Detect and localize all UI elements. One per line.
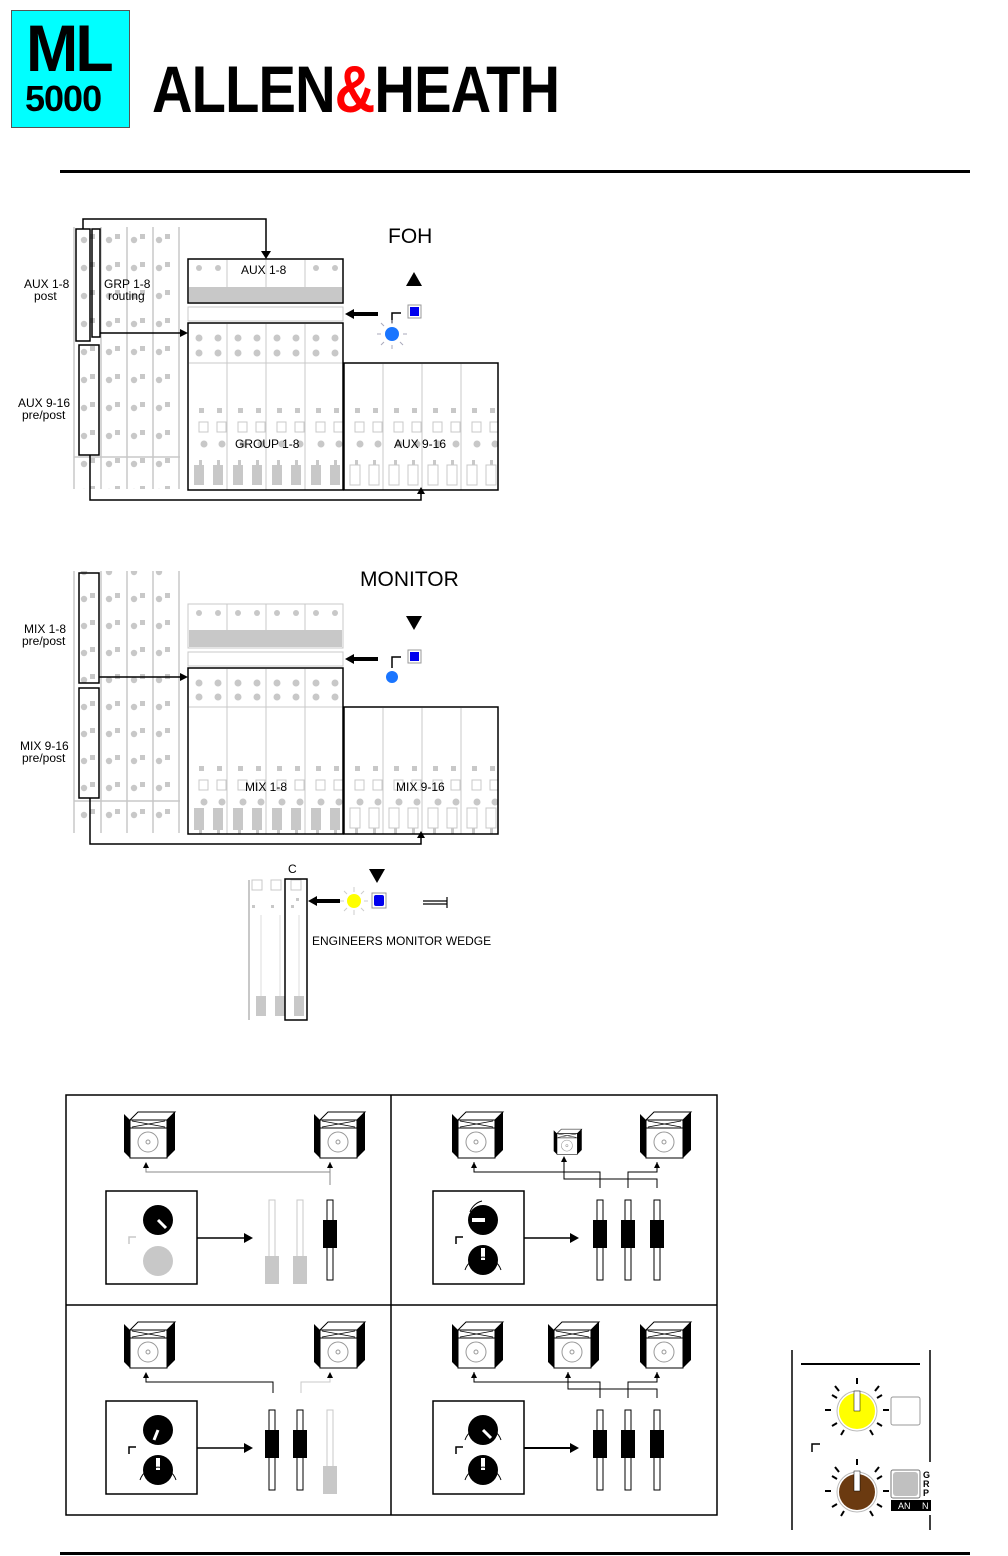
grp-label-g: G	[923, 1470, 930, 1480]
mix916-box	[78, 687, 100, 799]
led-icon	[386, 671, 398, 683]
switch-button[interactable]	[410, 652, 419, 661]
model-logo: ML 5000	[11, 10, 130, 128]
speaker-icon	[313, 1111, 366, 1159]
model-name: ML	[26, 11, 114, 85]
foh-diagram: AUX 1-8 post GRP 1-8 routing AUX 9-16 pr…	[18, 218, 499, 501]
label-grp-routing: routing	[108, 289, 145, 303]
label-aux18: AUX 1-8	[24, 277, 70, 291]
led-icon	[385, 327, 399, 341]
switch-button[interactable]	[374, 895, 384, 906]
led-icon	[347, 894, 361, 908]
mix18-box	[78, 572, 100, 684]
box-label-aux916: AUX 9-16	[394, 437, 446, 451]
grp-button[interactable]	[893, 1472, 918, 1496]
switch-button[interactable]	[410, 307, 419, 316]
brand-ampersand: &	[334, 52, 376, 126]
fader-icon	[292, 1199, 308, 1285]
brand-part1: ALLEN	[152, 52, 336, 126]
fader-icon	[620, 1409, 636, 1491]
grp-label-p: P	[923, 1488, 929, 1498]
pan-label-bg	[891, 1500, 931, 1511]
fader-icon	[592, 1409, 608, 1491]
wedge-diagram: C ENGINEERS MONITOR WEDGE	[248, 862, 491, 1021]
footer-rule	[60, 1552, 970, 1555]
brown-knob[interactable]	[839, 1474, 875, 1510]
monitor-diagram: MIX 1-8 pre/post MIX 9-16 pre/post MIX 1…	[20, 568, 499, 845]
speaker-icon	[451, 1321, 504, 1369]
aux916-box	[78, 344, 100, 456]
label-aux916: AUX 9-16	[18, 396, 70, 410]
grp-label-r: R	[923, 1479, 930, 1489]
header-rule	[60, 170, 970, 173]
fader-icon	[292, 1409, 308, 1491]
c-channel-label: C	[288, 862, 297, 876]
width-knob-icon	[143, 1246, 173, 1276]
box-label-mix916: MIX 9-16	[396, 780, 445, 794]
fader-icon	[620, 1199, 636, 1281]
pan-label-n: N	[922, 1501, 929, 1511]
fader-icon	[649, 1199, 665, 1281]
fader-icon	[649, 1409, 665, 1491]
fader-icon	[322, 1409, 338, 1495]
button-1[interactable]	[890, 1396, 921, 1426]
mix18-master-box[interactable]	[187, 667, 344, 835]
label-grp: GRP 1-8	[104, 277, 151, 291]
speaker-icon	[451, 1111, 504, 1159]
grp-routing-box	[91, 228, 101, 338]
speaker-icon	[123, 1111, 176, 1159]
box-label-mix18: MIX 1-8	[245, 780, 287, 794]
fader-icon	[322, 1199, 338, 1281]
pan-grid	[65, 1094, 718, 1516]
control-detail: G R P AN N	[791, 1350, 931, 1530]
foh-title: FOH	[388, 225, 432, 248]
knob-scale	[825, 1378, 889, 1436]
fader-icon	[592, 1199, 608, 1281]
model-number: 5000	[25, 78, 102, 119]
brand-part2: HEATH	[374, 52, 560, 126]
wedge-caption: ENGINEERS MONITOR WEDGE	[312, 934, 491, 948]
fader-icon	[264, 1409, 280, 1491]
panel-stereo-pan	[105, 1111, 366, 1285]
brand-logo: ALLEN&HEATH	[152, 56, 560, 122]
panel-stereo-width	[105, 1321, 366, 1495]
speaker-icon	[313, 1321, 366, 1369]
down-arrow-icon	[406, 616, 422, 630]
label-mix916-prepost: pre/post	[22, 751, 66, 765]
up-arrow-icon	[406, 272, 422, 286]
group18-box[interactable]	[187, 322, 344, 491]
box-label-group: GROUP 1-8	[235, 437, 300, 451]
panel-lcr-width	[432, 1321, 692, 1495]
cable-icon	[423, 897, 448, 908]
label-aux916-prepost: pre/post	[22, 408, 66, 422]
down-arrow-icon	[369, 869, 385, 883]
label-mix18-prepost: pre/post	[22, 634, 66, 648]
label-mix916: MIX 9-16	[20, 739, 69, 753]
speaker-icon	[123, 1321, 176, 1369]
c-channel-box[interactable]	[284, 878, 308, 1021]
box-label-aux18: AUX 1-8	[241, 263, 287, 277]
speaker-icon	[553, 1128, 583, 1155]
label-aux18-post: post	[34, 289, 57, 303]
monitor-title: MONITOR	[360, 568, 459, 591]
speaker-icon	[547, 1321, 600, 1369]
pan-label: AN	[898, 1501, 911, 1511]
panel-lcr-pan	[432, 1111, 692, 1285]
speaker-icon	[639, 1111, 692, 1159]
speaker-icon	[639, 1321, 692, 1369]
fader-icon	[264, 1199, 280, 1285]
label-mix18: MIX 1-8	[24, 622, 66, 636]
